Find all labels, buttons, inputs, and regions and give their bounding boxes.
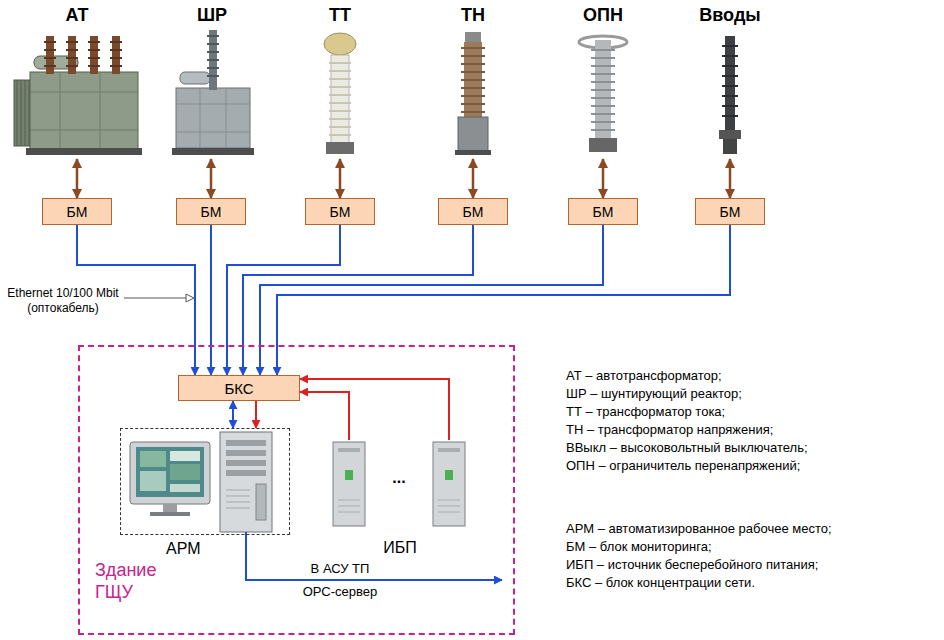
autotransformer-picture bbox=[14, 36, 142, 155]
equipment-node: ТН bbox=[443, 4, 503, 156]
abbreviation-note: ИБП – источник бесперебойного питания; bbox=[566, 557, 818, 573]
abbreviation-note: АРМ – автоматизированное рабочее место; bbox=[566, 521, 832, 537]
link-caption: ОРС-сервер bbox=[290, 584, 390, 600]
node-label: АРМ bbox=[166, 540, 201, 558]
building-region: Здание ГЩУ БКС АРМ ИБП bbox=[78, 345, 515, 635]
server-picture bbox=[220, 432, 272, 532]
connector bbox=[76, 159, 79, 198]
connector bbox=[277, 225, 730, 375]
abbreviation-note: ТН – трансформатор напряжения; bbox=[566, 422, 773, 438]
connector bbox=[300, 379, 449, 440]
shunt-reactor-picture bbox=[172, 30, 254, 155]
voltage-transformer-picture bbox=[455, 32, 491, 155]
ethernet-leader bbox=[124, 294, 194, 302]
connector bbox=[210, 225, 212, 375]
node-label: Вводы bbox=[699, 4, 760, 26]
abbreviation-note: БМ – блок мониторинга; bbox=[566, 539, 712, 555]
node-label: ТН bbox=[461, 4, 485, 26]
equipment-node: АТ bbox=[10, 4, 144, 156]
concentrator-box: БКС bbox=[178, 375, 300, 401]
node-label: ШР bbox=[197, 4, 227, 26]
current-transformer-picture bbox=[324, 33, 356, 154]
scada-link-wire bbox=[246, 532, 502, 580]
abbreviation-note: ВВыкл – высоковольтный выключатель; bbox=[566, 440, 808, 456]
surge-arrester-picture bbox=[579, 36, 627, 152]
ellipsis-mark: ... bbox=[384, 468, 414, 487]
node-label: БМ bbox=[463, 204, 484, 220]
node-label: БМ bbox=[67, 204, 88, 220]
bushing-picture bbox=[719, 36, 741, 154]
cable-note: Ethernet 10/100 Mbit (оптокабель) bbox=[4, 286, 122, 316]
abbreviation-note: ШР – шунтирующий реактор; bbox=[566, 386, 742, 402]
abbreviation-note: БКС – блок концентрации сети. bbox=[566, 575, 755, 591]
connector bbox=[260, 225, 603, 375]
node-label: ИБП bbox=[383, 539, 417, 557]
connector bbox=[232, 401, 234, 428]
equipment-node: ОПН bbox=[568, 4, 638, 156]
monitoring-block: БМ bbox=[176, 198, 246, 225]
monitoring-block: БМ bbox=[42, 198, 112, 225]
node-label: БМ bbox=[720, 204, 741, 220]
abbreviation-note: ТТ – трансформатор тока; bbox=[566, 404, 725, 420]
connector bbox=[300, 392, 349, 440]
abbreviation-note: ОПН – ограничитель перенапряжений; bbox=[566, 458, 800, 474]
node-label: БКС bbox=[224, 380, 253, 397]
monitoring-block: БМ bbox=[568, 198, 638, 225]
connector bbox=[210, 159, 213, 198]
link-caption: В АСУ ТП bbox=[290, 561, 390, 577]
node-label: БМ bbox=[593, 204, 614, 220]
equipment-node: ТТ bbox=[310, 4, 370, 156]
equipment-node: Вводы bbox=[690, 4, 770, 156]
node-label: БМ bbox=[201, 204, 222, 220]
ups-group: ИБП bbox=[325, 440, 475, 557]
ups-cabinet-picture bbox=[333, 442, 465, 526]
connector bbox=[729, 159, 732, 198]
abbreviation-note: АТ – автотрансформатор; bbox=[566, 368, 722, 384]
connector bbox=[255, 401, 257, 428]
connector bbox=[472, 159, 475, 198]
node-label: ТТ bbox=[329, 4, 351, 26]
monitoring-block: БМ bbox=[695, 198, 765, 225]
node-label: АТ bbox=[65, 4, 88, 26]
connector bbox=[339, 159, 342, 198]
monitoring-block: БМ bbox=[438, 198, 508, 225]
monitoring-block: БМ bbox=[305, 198, 375, 225]
workstation-group: АРМ bbox=[120, 428, 290, 535]
equipment-node: ШР bbox=[170, 4, 254, 156]
node-label: БМ bbox=[330, 204, 351, 220]
node-label: Здание ГЩУ bbox=[95, 559, 175, 603]
connector bbox=[602, 159, 605, 198]
monitor-picture bbox=[130, 442, 210, 516]
node-label: ОПН bbox=[583, 4, 623, 26]
